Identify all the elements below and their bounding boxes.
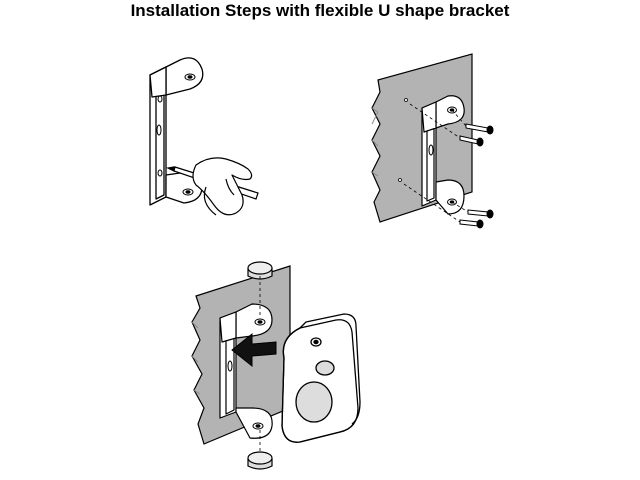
u-bracket [219, 303, 273, 439]
screw-icon [459, 123, 494, 229]
page-title: Installation Steps with flexible U shape… [130, 1, 510, 20]
mounting-knob [247, 261, 273, 470]
bracket-screw-hole [227, 318, 266, 430]
bracket-screw-hole [156, 73, 196, 196]
speaker-icon [281, 313, 361, 443]
step-2-screw-to-wall-illustration [371, 53, 494, 229]
step-3-attach-speaker-illustration [191, 261, 361, 470]
wall-hole [398, 98, 408, 182]
guide-line [403, 103, 469, 223]
insert-arrow-icon [231, 332, 277, 368]
bracket-screw-hole [428, 106, 457, 206]
step-1-mark-holes-illustration [149, 57, 259, 216]
hand-icon [192, 157, 253, 216]
u-bracket [421, 95, 465, 215]
